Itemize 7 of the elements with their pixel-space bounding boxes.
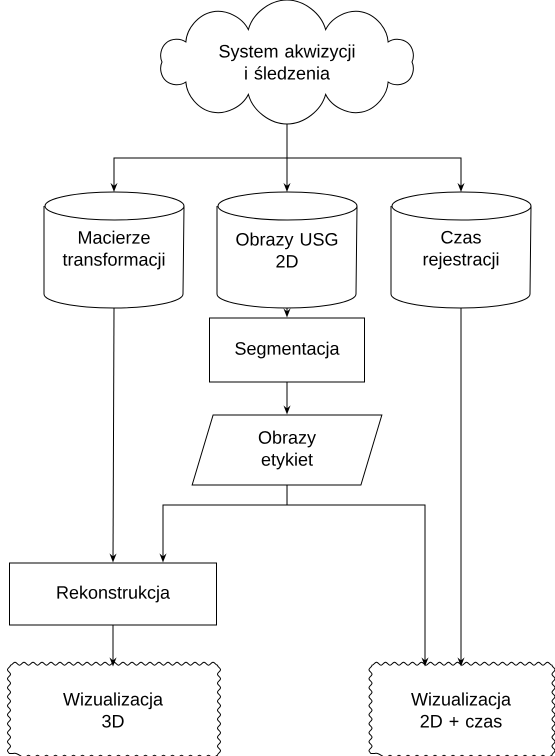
document-box: Wizualizacja 3D (7, 662, 221, 756)
process-box: Segmentacja (209, 318, 365, 382)
database-cylinder: Czas rejestracji (390, 192, 532, 308)
database-cylinder: Obrazy USG 2D (216, 192, 358, 308)
database-cylinder: Macierze transformacji (44, 192, 184, 308)
document-box: Wizualizacja 2D + czas (368, 662, 555, 756)
process-box: Rekonstrukcja (9, 562, 217, 626)
